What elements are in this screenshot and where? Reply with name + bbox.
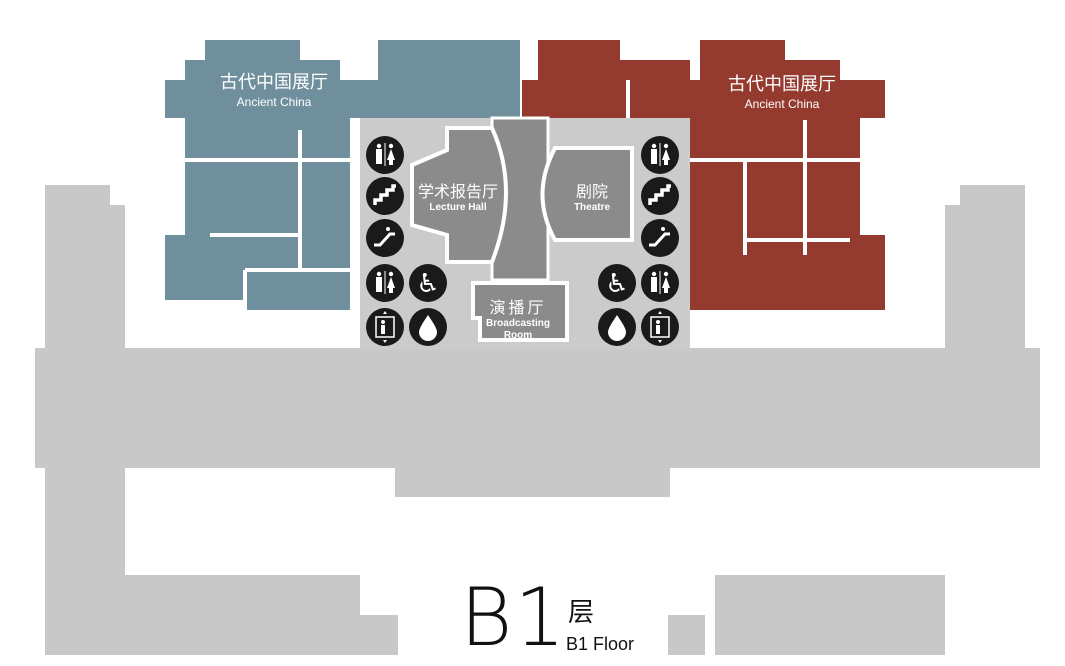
elevator-icon	[366, 308, 404, 346]
restroom-icon	[641, 264, 679, 302]
room-name-en: Broadcasting	[486, 318, 550, 329]
floor-number: B1	[460, 571, 568, 664]
svg-text:♿: ♿	[605, 269, 628, 299]
lecture-hall-label: 学术报告厅 Lecture Hall	[418, 178, 498, 214]
building-block	[360, 615, 398, 655]
room-name-en: Room	[503, 330, 533, 341]
building-outline	[35, 185, 1040, 655]
ancient-china-hall-right	[522, 40, 885, 310]
svg-text:♿: ♿	[416, 269, 439, 299]
hall-name-zh: 古代中国展厅	[728, 74, 836, 95]
restroom-icon	[641, 136, 679, 174]
theatre-room	[540, 146, 634, 242]
hall-label-left: 古代中国展厅 Ancient China	[220, 68, 328, 109]
building-block	[668, 615, 705, 655]
accessible-icon: ♿	[598, 264, 636, 302]
escalator-icon	[366, 219, 404, 257]
stairs-icon	[366, 177, 404, 215]
building-shell	[35, 185, 1040, 655]
room-name-en: Lecture Hall	[429, 202, 487, 213]
restroom-icon	[366, 264, 404, 302]
escalator-icon	[641, 219, 679, 257]
restroom-icon	[366, 136, 404, 174]
red-hall-walls	[626, 80, 860, 255]
hall-label-right: 古代中国展厅 Ancient China	[728, 70, 836, 111]
stairs-icon	[641, 177, 679, 215]
ancient-china-hall-left	[165, 40, 520, 310]
hall-name-zh: 古代中国展厅	[220, 72, 328, 93]
water-icon	[409, 308, 447, 346]
lecture-hall-room	[410, 126, 508, 264]
room-name-zh: 学术报告厅	[417, 182, 499, 201]
hall-name-en: Ancient China	[236, 95, 312, 109]
accessible-icon: ♿	[409, 264, 447, 302]
broadcasting-room-label: 演播厅 Broadcasting Room	[486, 294, 550, 342]
room-name-zh: 剧院	[575, 182, 608, 201]
floor-label-en: B1 Floor	[566, 634, 635, 654]
theatre-label: 剧院 Theatre	[574, 178, 610, 214]
blue-hall-walls	[185, 130, 360, 310]
hall-name-en: Ancient China	[744, 97, 820, 111]
elevator-icon	[641, 308, 679, 346]
floor-label-zh: 层	[568, 598, 595, 628]
water-icon	[598, 308, 636, 346]
room-name-zh: 演播厅	[489, 298, 547, 317]
broadcasting-room	[471, 281, 569, 342]
room-name-en: Theatre	[573, 202, 611, 213]
